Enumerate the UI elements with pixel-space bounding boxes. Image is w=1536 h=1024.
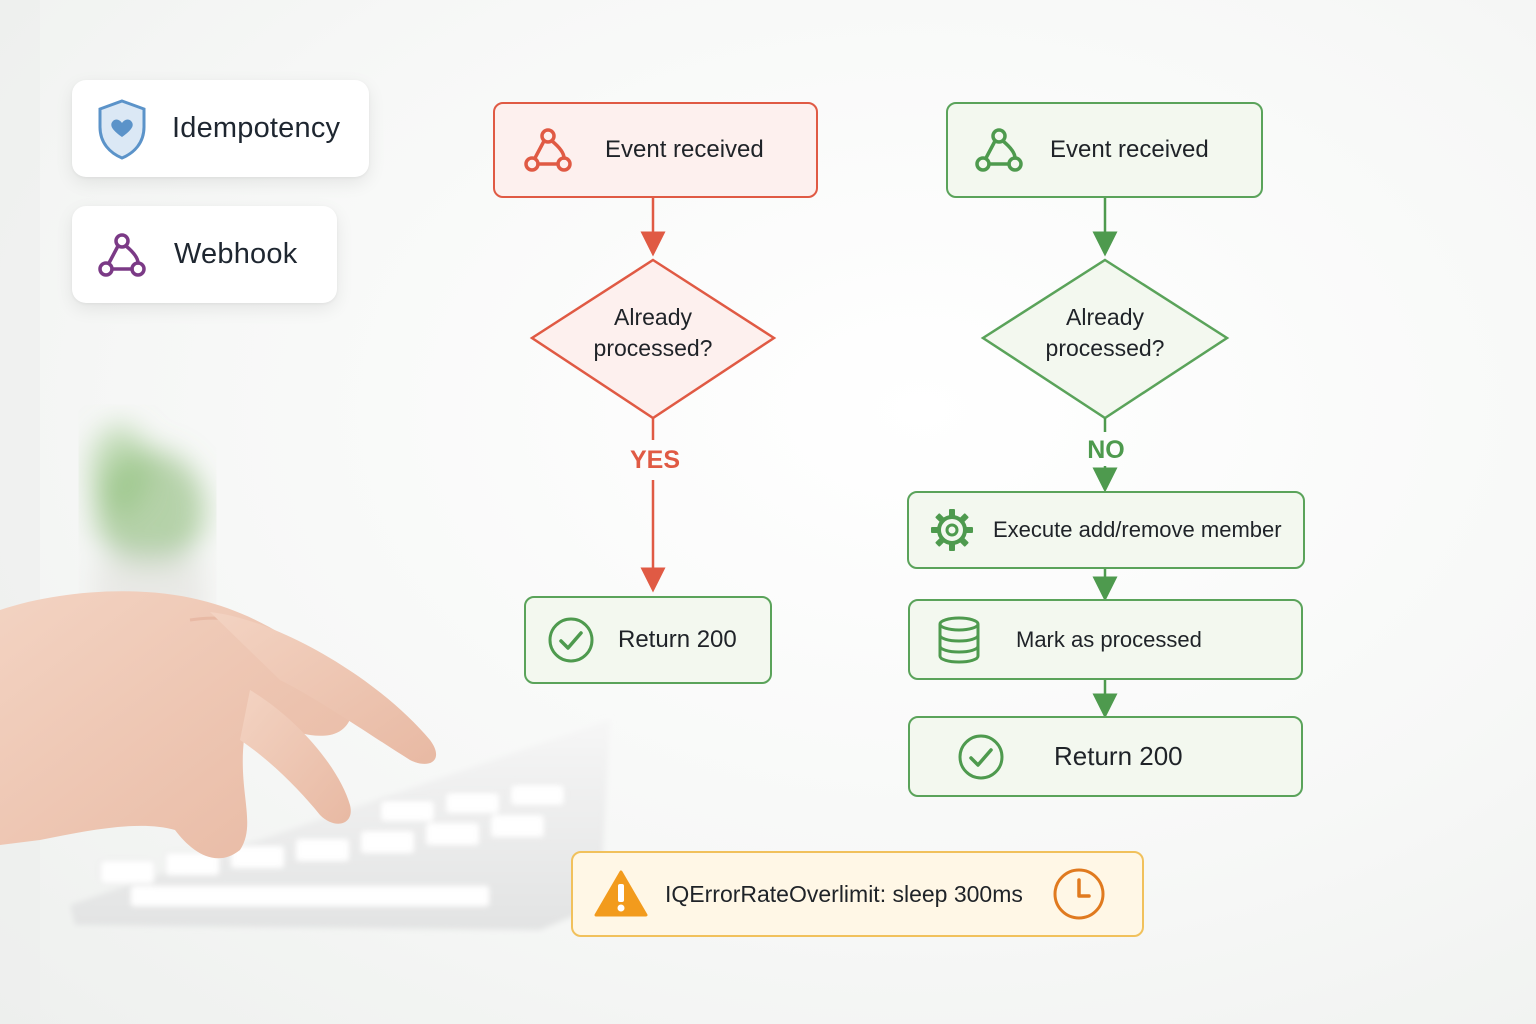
right-event-received-box: Event received [946, 102, 1263, 198]
webhook-label: Webhook [174, 238, 298, 270]
right-event-received-label: Event received [1050, 136, 1209, 163]
left-return-box: Return 200 [524, 596, 772, 684]
left-return-label: Return 200 [618, 626, 737, 653]
database-icon [938, 616, 980, 664]
hand-decor [0, 591, 437, 859]
left-decision-text: Already processed? [553, 302, 753, 364]
shield-icon [98, 98, 146, 160]
right-return-box: Return 200 [908, 716, 1303, 797]
check-circle-icon [548, 617, 594, 663]
check-circle-icon [958, 734, 1004, 779]
left-branch-yes: YES [629, 446, 681, 474]
webhook-icon [975, 128, 1023, 172]
left-decision-line2: processed? [593, 335, 713, 361]
mark-processed-label: Mark as processed [1016, 626, 1202, 652]
plant-decor [90, 425, 205, 630]
left-event-received-label: Event received [605, 136, 764, 163]
right-branch-no: NO [1087, 436, 1125, 464]
webhook-icon [524, 128, 572, 172]
mark-processed-box: Mark as processed [908, 599, 1303, 680]
execute-member-box: Execute add/remove member [907, 491, 1305, 569]
rate-limit-warning: IQErrorRateOverlimit: sleep 300ms [571, 851, 1144, 937]
clock-icon [1053, 868, 1105, 920]
right-decision-line1: Already [1066, 304, 1144, 330]
left-decision-line1: Already [614, 304, 692, 330]
gear-icon [931, 509, 973, 551]
keyboard-decor [70, 720, 610, 930]
idempotency-tag: Idempotency [72, 80, 369, 177]
right-return-label: Return 200 [1054, 741, 1183, 771]
execute-member-label: Execute add/remove member [993, 517, 1282, 542]
webhook-icon [98, 232, 146, 277]
warning-icon [594, 870, 648, 917]
right-decision-text: Already processed? [1005, 302, 1205, 364]
left-event-received-box: Event received [493, 102, 818, 198]
webhook-tag: Webhook [72, 206, 337, 303]
idempotency-label: Idempotency [172, 112, 341, 144]
rate-limit-warning-label: IQErrorRateOverlimit: sleep 300ms [665, 880, 1023, 907]
right-decision-line2: processed? [1045, 335, 1165, 361]
